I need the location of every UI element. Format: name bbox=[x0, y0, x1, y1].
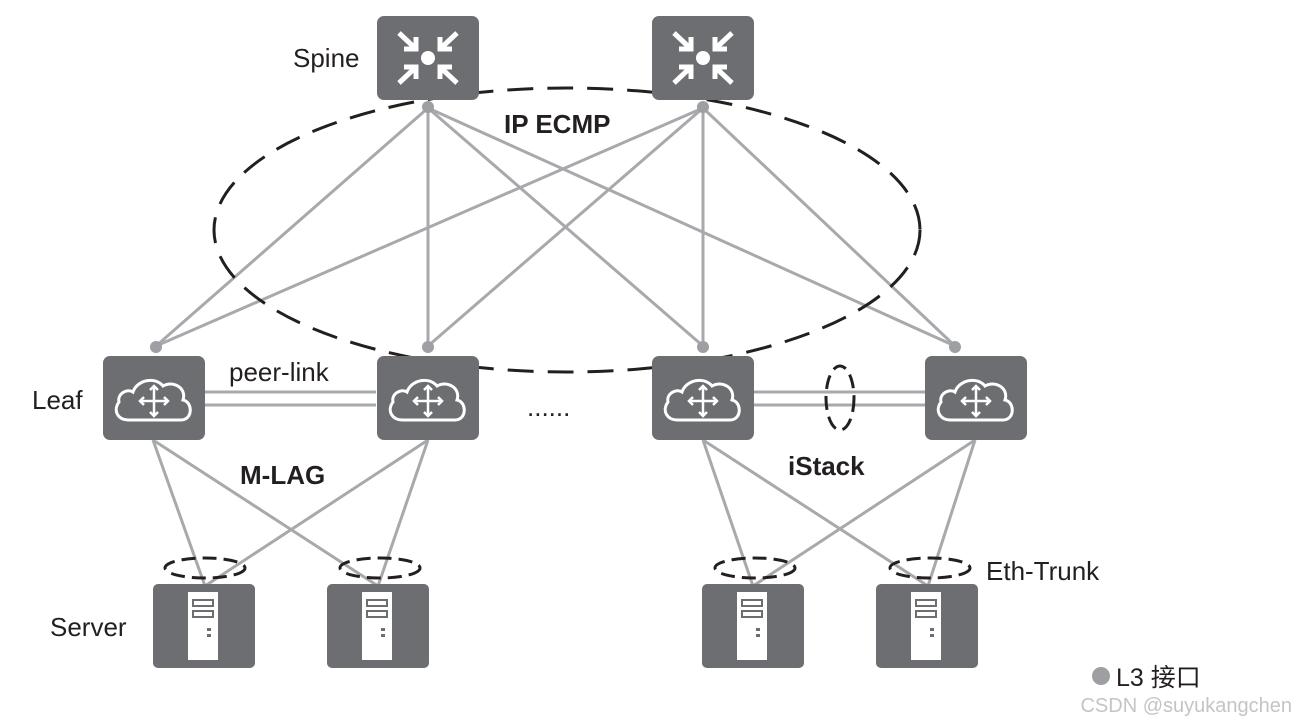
legend-label: L3 接口 bbox=[1116, 664, 1201, 692]
istack-label: iStack bbox=[788, 451, 865, 481]
ellipsis-label: ...... bbox=[527, 392, 570, 422]
server-1 bbox=[152, 583, 256, 669]
istack-ellipse bbox=[824, 364, 856, 432]
legend-dot-icon bbox=[1092, 667, 1110, 685]
leaf-switch-1 bbox=[101, 354, 207, 442]
leaf-switch-2 bbox=[375, 354, 481, 442]
spine-leaf-links bbox=[155, 106, 957, 348]
leaf-switch-4 bbox=[923, 354, 1029, 442]
server-3 bbox=[701, 583, 805, 669]
peer-link-label: peer-link bbox=[229, 357, 330, 387]
peer-link-lines bbox=[204, 390, 376, 407]
ip-ecmp-ellipse bbox=[212, 86, 922, 374]
m-lag-label: M-LAG bbox=[240, 460, 325, 490]
watermark: CSDN @suyukangchen bbox=[1080, 695, 1292, 717]
l3-interface-dots bbox=[150, 101, 961, 353]
server-2 bbox=[326, 583, 430, 669]
server-4 bbox=[875, 583, 979, 669]
spine-switch-2 bbox=[652, 16, 754, 100]
leaf-server-links bbox=[151, 438, 977, 588]
istack-link-lines bbox=[753, 390, 925, 407]
spine-label: Spine bbox=[293, 43, 360, 73]
legend: L3 接口 bbox=[1092, 664, 1201, 692]
ip-ecmp-label: IP ECMP bbox=[504, 109, 610, 139]
leaf-switch-3 bbox=[650, 354, 756, 442]
spine-switch-1 bbox=[377, 16, 479, 100]
eth-trunk-label: Eth-Trunk bbox=[986, 556, 1100, 586]
eth-trunk-ellipses bbox=[163, 556, 972, 580]
server-label: Server bbox=[50, 612, 127, 642]
leaf-label: Leaf bbox=[32, 385, 83, 415]
